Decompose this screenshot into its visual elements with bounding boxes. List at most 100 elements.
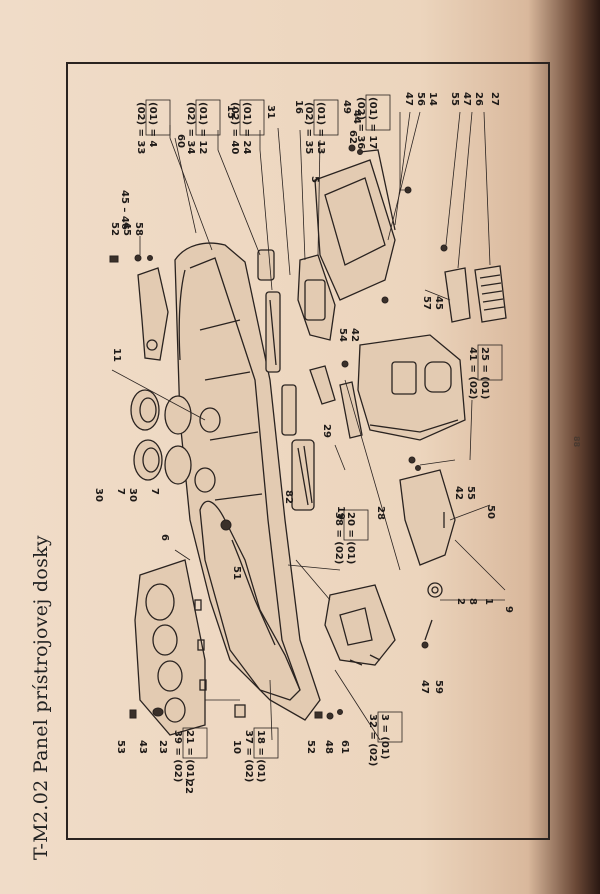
label-47-bottom: 47 [419,680,430,694]
label-30-a: 30 [93,488,104,502]
variant-24-40: (01) = 24 (02) = 40 [229,102,252,154]
variant-12-34: (01) = 12 (02) = 34 [185,102,208,154]
svg-text:21 = (01): 21 = (01) [184,730,195,782]
variant-13-35: (01) = 13 (02) = 35 [303,102,326,154]
label-1: 1 [483,598,494,605]
variant-4-33: (01) = 4 (02) = 33 [135,102,158,154]
label-5: 5 [309,176,320,183]
label-58: 58 [133,222,144,236]
svg-text:37 = (02): 37 = (02) [243,730,254,782]
label-48: 48 [323,740,334,754]
label-14: 14 [427,92,438,106]
label-9: 9 [503,606,514,613]
ashtray [444,265,507,323]
label-55-mid: 55 [465,486,476,500]
svg-text:41 = (02): 41 = (02) [467,347,478,399]
diagram-frame [66,62,550,840]
variant-3-32: 3 = (01) 32 = (02) [367,714,390,766]
label-44: 44 [351,110,362,124]
label-10: 10 [231,740,242,754]
svg-text:(01) = 17: (01) = 17 [367,97,378,149]
label-7-b: 7 [149,488,160,495]
label-2: 2 [455,598,466,605]
label-16: 16 [293,100,304,114]
label-23: 23 [157,740,168,754]
label-47-mid: 47 [461,92,472,106]
svg-text:(02) = 34: (02) = 34 [185,102,196,154]
small-fasteners [129,144,448,720]
mount-bracket [109,254,169,361]
svg-text:(02) = 40: (02) = 40 [229,102,240,154]
label-51: 51 [231,566,242,580]
label-19: 19 [335,506,346,520]
label-42-top: 42 [349,328,360,342]
gauge-rings [130,389,221,493]
label-29: 29 [321,424,332,438]
center-console [357,334,466,441]
svg-text:25 = (01): 25 = (01) [479,347,490,399]
label-42-mid: 42 [453,486,464,500]
svg-text:(01) = 12: (01) = 12 [197,102,208,154]
part-labels: 60 15 31 16 5 49 44 62 47 56 14 55 47 26… [93,92,514,794]
svg-text:(02) = 36: (02) = 36 [355,97,366,149]
variant-boxes [145,94,503,759]
label-22: 22 [183,780,194,794]
svg-text:18 = (01): 18 = (01) [255,730,266,782]
label-28: 28 [375,506,386,520]
label-62: 62 [347,130,358,144]
svg-text:3 = (01): 3 = (01) [379,714,390,759]
label-47-top: 47 [403,92,414,106]
label-26: 26 [473,92,484,106]
dashboard-body [174,242,321,721]
label-56: 56 [415,92,426,106]
label-30-b: 30 [127,488,138,502]
variant-25-41: 25 = (01) 41 = (02) [467,347,490,399]
label-60: 60 [175,134,186,148]
switch-block [309,365,363,439]
glovebox-lid [314,149,396,301]
label-11: 11 [111,348,122,362]
svg-text:(02) = 35: (02) = 35 [303,102,314,154]
label-61: 61 [339,740,350,754]
variant-labels: (01) = 4 (02) = 33 (01) = 12 (02) = 34 (… [135,97,490,782]
label-45-mid: 45 [433,296,444,310]
grab-handle [399,469,456,598]
svg-text:32 = (02): 32 = (02) [367,714,378,766]
label-45-top: 45 [121,222,132,236]
page-marker: 88 [572,436,581,448]
label-27: 27 [489,92,500,106]
label-53: 53 [115,740,126,754]
label-31: 31 [265,105,276,119]
instrument-cluster [134,559,207,736]
svg-text:(01) = 24: (01) = 24 [241,102,252,154]
label-52-bottom: 52 [305,740,316,754]
leader-lines [111,111,506,741]
label-43: 43 [137,740,148,754]
svg-text:(02) = 33: (02) = 33 [135,102,146,154]
svg-text:20 = (01): 20 = (01) [345,512,356,564]
label-7-a: 7 [115,488,126,495]
svg-text:38 = (02): 38 = (02) [333,512,344,564]
label-59: 59 [433,680,444,694]
label-55-top: 55 [449,92,460,106]
variant-21-39: 21 = (01) 39 = (02) [172,730,195,782]
label-8: 8 [467,598,478,605]
svg-text:39 = (02): 39 = (02) [172,730,183,782]
label-50: 50 [485,505,496,519]
variant-18-37: 18 = (01) 37 = (02) [243,730,266,782]
label-15: 15 [225,105,236,119]
label-54: 54 [337,328,348,342]
vent-strips [257,249,315,511]
svg-text:(01) = 4: (01) = 4 [147,102,158,147]
label-49: 49 [341,100,352,114]
lower-bracket [324,584,396,666]
label-82: 82 [283,490,294,504]
label-45-46: 45 – 46 [119,190,130,230]
label-52-top: 52 [109,222,120,236]
variant-20-38: 20 = (01) 38 = (02) [333,512,356,564]
variant-17-36: (01) = 17 (02) = 36 [355,97,378,149]
svg-text:(01) = 13: (01) = 13 [315,102,326,154]
label-6: 6 [159,534,170,541]
label-57: 57 [421,296,432,310]
